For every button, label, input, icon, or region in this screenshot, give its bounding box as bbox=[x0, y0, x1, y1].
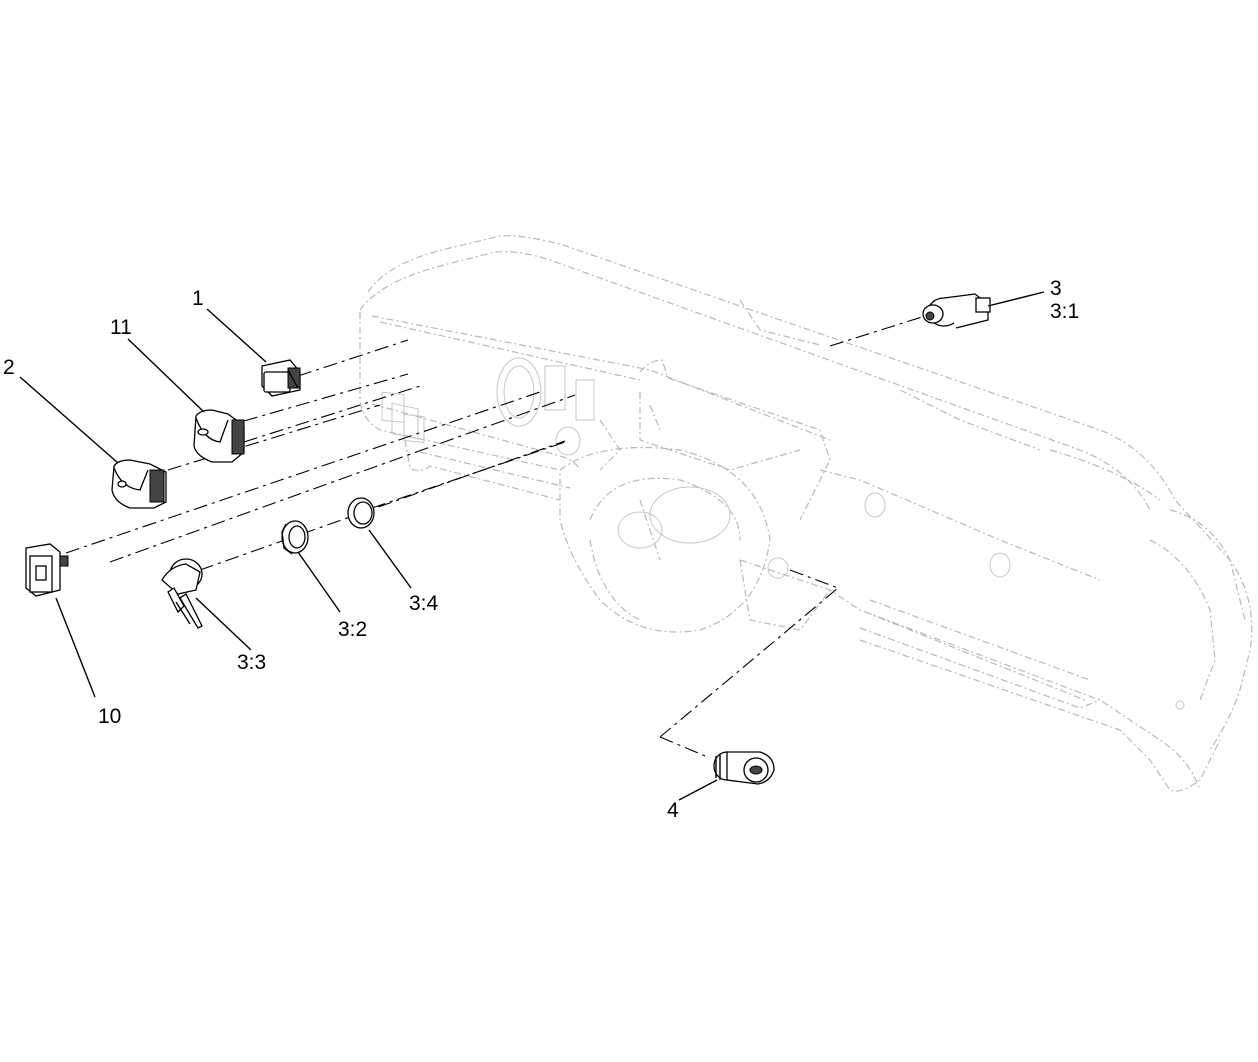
callout-labels: 1 11 2 3 3:1 3:2 3:3 3:4 10 4 bbox=[3, 277, 1079, 822]
part-3-4-washer bbox=[347, 497, 375, 529]
part-3-3-key bbox=[161, 558, 203, 629]
callout-3-2: 3:2 bbox=[338, 618, 367, 641]
callout-10: 10 bbox=[98, 705, 121, 728]
part-2-rocker-switch bbox=[111, 459, 167, 509]
callout-11: 11 bbox=[110, 316, 132, 339]
part-1-switch bbox=[261, 359, 301, 397]
callout-4: 4 bbox=[667, 799, 679, 822]
callout-3-4: 3:4 bbox=[409, 592, 439, 615]
callout-1: 1 bbox=[192, 287, 204, 310]
dashboard-panel bbox=[359, 235, 1253, 792]
callout-3-3: 3:3 bbox=[237, 651, 266, 674]
callout-3-1: 3:1 bbox=[1050, 300, 1079, 323]
callout-3: 3 bbox=[1050, 277, 1062, 300]
part-11-rocker-switch bbox=[193, 409, 245, 463]
part-3-2-nut bbox=[281, 520, 309, 555]
assembly-lines bbox=[65, 316, 923, 759]
part-3-ignition-switch bbox=[922, 293, 991, 329]
part-4-power-outlet bbox=[713, 751, 775, 785]
callout-2: 2 bbox=[3, 356, 15, 379]
part-10-blank-plug bbox=[25, 543, 69, 597]
leader-lines bbox=[19, 291, 1045, 801]
